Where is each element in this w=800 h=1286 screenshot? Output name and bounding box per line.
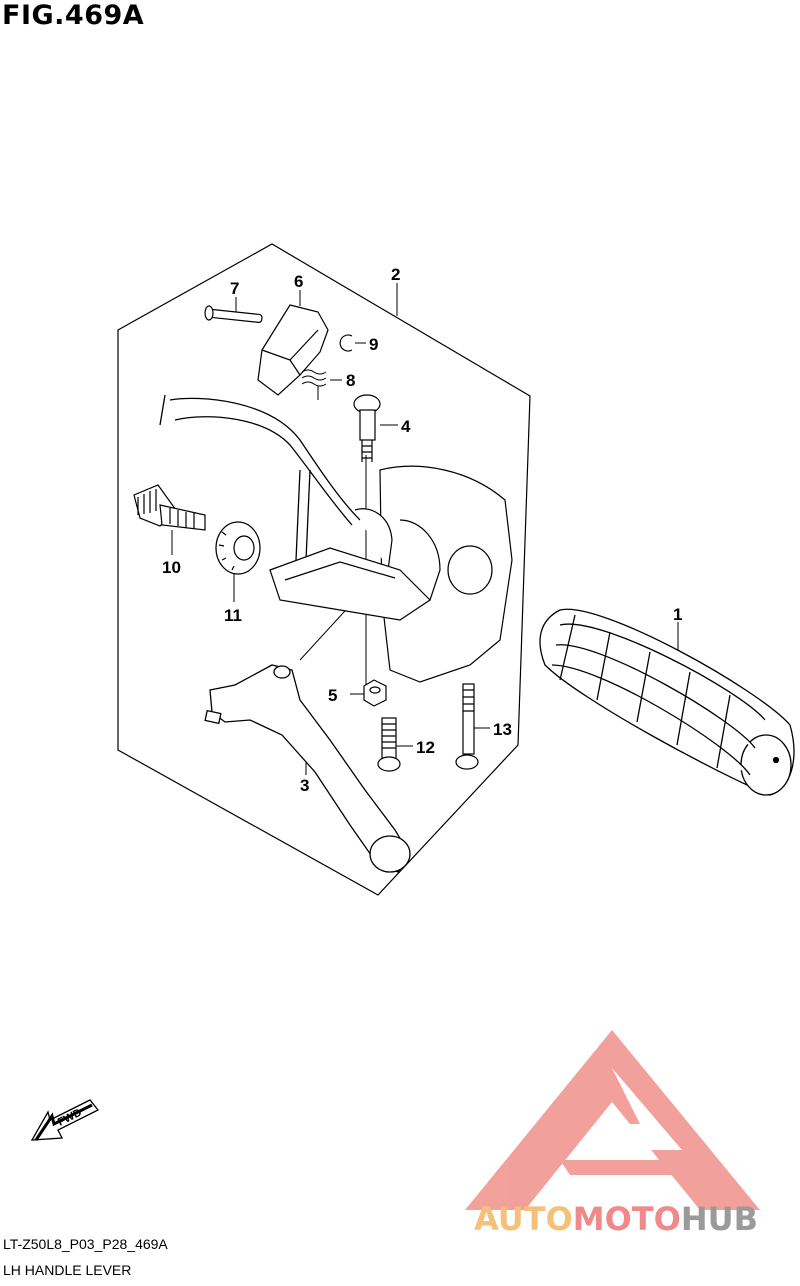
part-name: LH HANDLE LEVER (3, 1262, 132, 1278)
watermark-moto: MOTO (572, 1200, 681, 1238)
callout-6: 6 (294, 272, 303, 291)
bolt-12 (377, 717, 401, 772)
handlebar-grip-1 (539, 608, 795, 796)
assembly-outline (117, 243, 531, 896)
callout-5: 5 (328, 686, 337, 705)
clutch-cable (159, 394, 361, 561)
callout-7: 7 (230, 279, 239, 298)
callout-2: 2 (391, 265, 400, 284)
part-code: LT-Z50L8_P03_P28_469A (3, 1236, 168, 1252)
adjuster-bolt-10 (133, 484, 206, 531)
perch-bracket-6 (257, 304, 329, 396)
callout-11: 11 (224, 606, 242, 625)
fwd-label: FWD (56, 1107, 84, 1129)
callout-3: 3 (300, 776, 309, 795)
clutch-lever-3 (204, 664, 411, 873)
spring-8 (301, 369, 327, 400)
bolt-13 (455, 683, 479, 770)
watermark-wordmark: AUTOMOTOHUB (474, 1200, 758, 1238)
figure-title: FIG.469A (2, 0, 145, 31)
fwd-arrow-icon: FWD (30, 1099, 100, 1141)
callout-4: 4 (401, 417, 411, 436)
nut-5 (363, 679, 387, 707)
circlip-9 (339, 334, 353, 352)
pivot-pin-7 (204, 305, 263, 323)
locknut-11 (215, 521, 261, 575)
callout-12: 12 (416, 738, 435, 757)
callout-8: 8 (346, 371, 355, 390)
callout-labels: 1 2 3 4 5 6 7 8 9 10 11 12 13 (162, 265, 682, 795)
watermark-hub: HUB (680, 1200, 759, 1238)
watermark-logo (465, 1030, 760, 1210)
pivot-bolt-4 (353, 394, 381, 462)
callout-10: 10 (162, 558, 181, 577)
callout-9: 9 (369, 335, 378, 354)
lever-housing-2 (269, 465, 513, 683)
callout-1: 1 (673, 605, 682, 624)
callout-13: 13 (493, 720, 512, 739)
watermark-auto: AUTO (474, 1200, 573, 1238)
